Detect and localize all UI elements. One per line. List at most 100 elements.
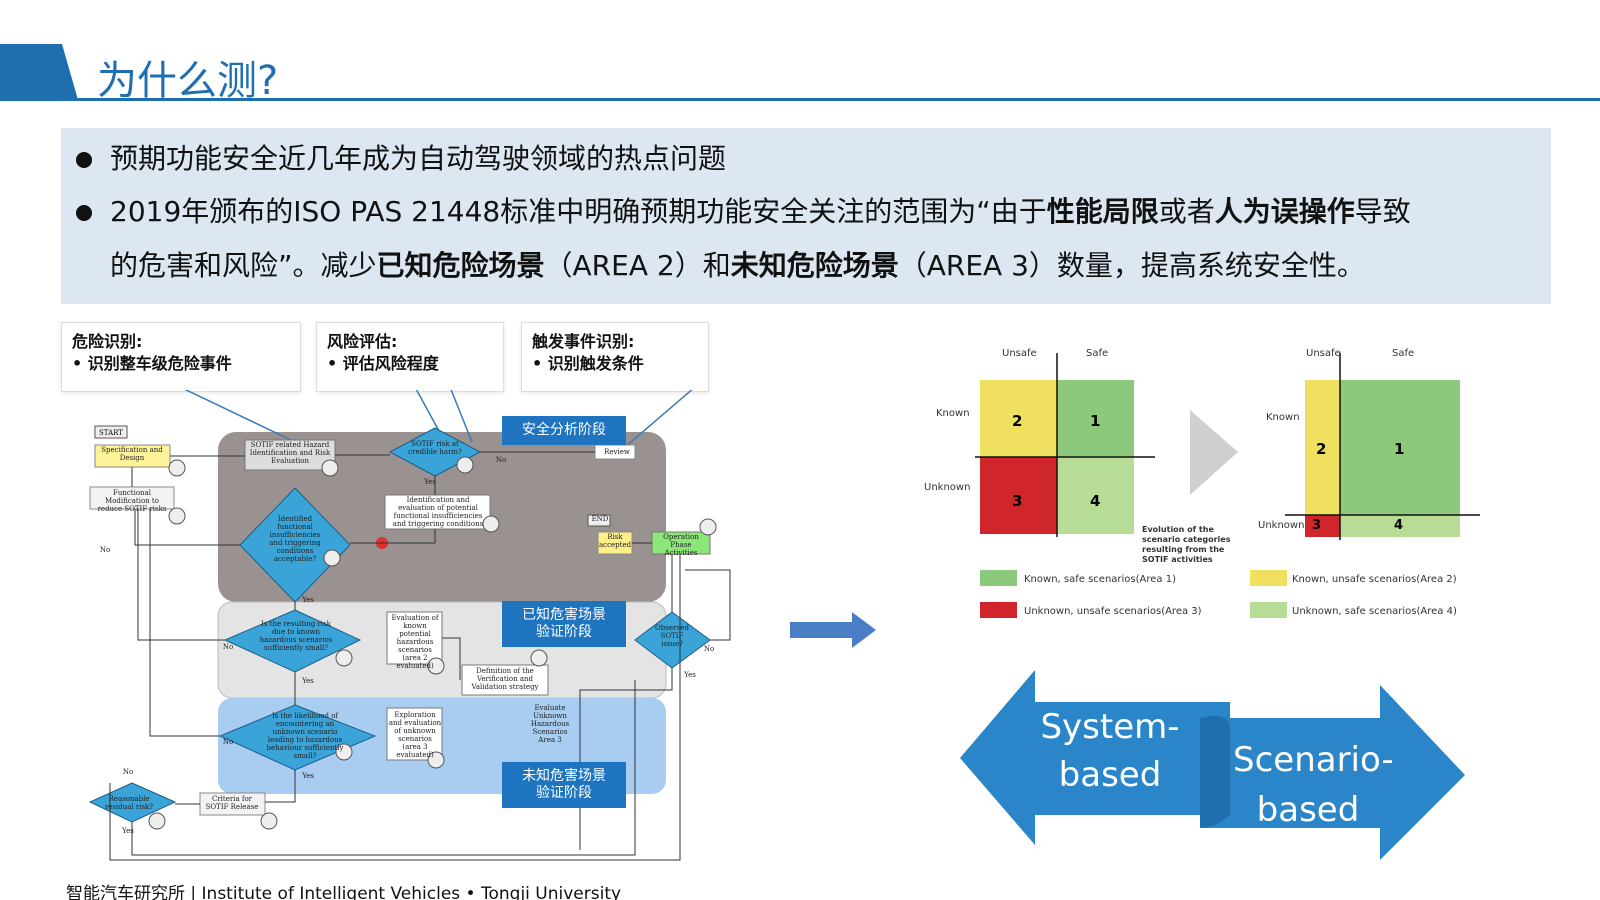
matrix-right-cell-4 — [1340, 515, 1460, 537]
matrix-right-cell-2 — [1305, 380, 1340, 515]
note-3-title: 触发事件识别: — [532, 332, 635, 351]
scroll-fold-icon — [1200, 715, 1230, 828]
connector-12 — [131, 680, 636, 856]
bullet-text-2e: （AREA 2）和 — [544, 249, 731, 282]
right-cell-2-label: 2 — [1316, 440, 1327, 458]
risk-accepted-label: Risk accepted — [599, 533, 632, 549]
legend-label-2: Known, unsafe scenarios(Area 2) — [1292, 574, 1457, 585]
bullet-text-2c: 导致 — [1354, 195, 1411, 228]
note-hazard-identification: 危险识别: • 识别整车级危险事件 — [61, 322, 301, 392]
step-circle-13 — [335, 743, 353, 761]
system-based-arrow-icon — [960, 670, 1230, 845]
step-number-circles — [148, 456, 717, 830]
explore-node — [386, 707, 443, 761]
bullet-box: 预期功能安全近几年成为自动驾驶领域的热点问题 2019年颁布的ISO PAS 2… — [61, 128, 1551, 304]
bullet-item-2-cont: 的危害和风险”。减少已知危险场景（AREA 2）和未知危险场景（AREA 3）数… — [110, 239, 1550, 293]
title-underline — [0, 98, 1600, 101]
no-label-4: No — [222, 738, 234, 746]
connector-20 — [442, 637, 461, 680]
legend-swatch-2 — [1250, 570, 1287, 586]
phase-label-known-line1: 已知危害场景 — [522, 607, 606, 623]
bullet-text-2a: 2019年颁布的ISO PAS 21448标准中明确预期功能安全关注的范围为“由… — [110, 195, 1047, 228]
bullet-text-2d: 的危害和风险”。减少 — [110, 249, 377, 282]
step-circle-11 — [699, 518, 717, 536]
criteria-label: Criteria for SOTIF Release — [205, 795, 259, 811]
note-1-title: 危险识别: — [72, 332, 143, 351]
unknown-q-label: Is the likelihood of encountering an unk… — [266, 712, 344, 760]
legend-label-4: Unknown, safe scenarios(Area 4) — [1292, 606, 1457, 617]
scenario-based-arrow-icon — [1200, 685, 1465, 860]
right-cell-3-label: 3 — [1312, 518, 1322, 533]
step-circle-9 — [530, 649, 548, 667]
matrix-right-cell-1 — [1340, 380, 1460, 515]
phase-label-known-line2: 验证阶段 — [536, 624, 592, 640]
yes-label-4: Yes — [302, 772, 314, 780]
bold-performance-limit: 性能局限 — [1046, 195, 1159, 228]
step-circle-6 — [168, 507, 186, 525]
connector-5 — [350, 529, 436, 544]
note-trigger-identification: 触发事件识别: • 识别触发条件 — [521, 322, 709, 392]
connector-18 — [685, 569, 731, 641]
note-1-body: • 识别整车级危险事件 — [72, 354, 232, 373]
legend-label-1: Known, safe scenarios(Area 1) — [1024, 574, 1176, 585]
connector-15 — [149, 509, 220, 737]
observed-q-label: Observed SOTIF issue? — [655, 624, 689, 648]
system-based-line2: based — [1058, 755, 1162, 795]
left-row-unknown: Unknown — [924, 482, 971, 493]
scenario-based-text: Scenario-based — [1233, 735, 1394, 835]
legend-swatch-3 — [980, 602, 1017, 618]
bold-unknown-hazard: 未知危险场景 — [730, 249, 899, 282]
yes-label-6: Yes — [684, 671, 696, 679]
yes-label-1: Yes — [424, 478, 436, 486]
left-cell-3-label: 3 — [1012, 492, 1023, 510]
matrix-caption: Evolution of the scenario categories res… — [1142, 525, 1231, 564]
evaluate-unknown-label: Evaluate Unknown Hazardous Scenarios Are… — [530, 704, 570, 744]
evolution-arrow-icon — [1190, 410, 1238, 495]
spec-label: Specification and Design — [101, 446, 163, 462]
legend-swatch-4 — [1250, 602, 1287, 618]
connector-6 — [134, 509, 240, 546]
bullet-dot-icon — [76, 205, 92, 221]
legend-swatch-1 — [980, 570, 1017, 586]
left-col-safe: Safe — [1086, 348, 1109, 359]
right-cell-1-label: 1 — [1394, 440, 1405, 458]
eval-known-node — [386, 611, 443, 665]
step-circle-12 — [148, 812, 166, 830]
link-line-3 — [450, 390, 473, 443]
note-3-body: • 识别触发条件 — [532, 354, 644, 373]
right-row-unknown: Unknown — [1258, 520, 1305, 531]
step-circle-7 — [482, 515, 500, 533]
eval-known-label: Evaluation of known potential hazardous … — [391, 614, 439, 670]
system-based-text: System-based — [1040, 703, 1180, 799]
yes-label-5: Yes — [122, 827, 134, 835]
bullet-dot-icon — [76, 152, 92, 168]
no-label-1: No — [99, 546, 111, 554]
yes-label-3: Yes — [302, 677, 314, 685]
step-circle-10 — [335, 649, 353, 667]
residual-q-label: Reasonable residual risk? — [104, 795, 154, 811]
page-title: 为什么测? — [97, 58, 279, 104]
scenario-matrix-figure — [975, 353, 1480, 618]
bullet-text-1: 预期功能安全近几年成为自动驾驶领域的热点问题 — [110, 142, 727, 175]
bullet-item-1: 预期功能安全近几年成为自动驾驶领域的热点问题 — [76, 132, 726, 186]
acceptable-q-label: Identified functional insufficiencies an… — [269, 515, 321, 563]
end-node — [587, 514, 611, 527]
no-label-5: No — [122, 768, 134, 776]
system-scenario-arrows — [960, 670, 1465, 860]
hazard-node — [244, 439, 336, 471]
left-row-known: Known — [936, 408, 970, 419]
no-label-6: No — [703, 645, 715, 653]
matrix-right-cell-3 — [1305, 515, 1340, 537]
ops-label: Operation Phase Activities — [663, 533, 699, 557]
right-cell-4-label: 4 — [1394, 518, 1404, 533]
risk-q-label: SOTIF risk at credible harm? — [408, 440, 462, 456]
start-label: START — [99, 429, 123, 437]
matrix-left-cell-2 — [980, 380, 1057, 457]
func-mod-label: Functional Modification to reduce SOTIF … — [97, 489, 167, 513]
step-circle-6b — [456, 456, 474, 474]
def-vv-node — [461, 664, 549, 696]
def-vv-label: Definition of the Verification and Valid… — [471, 667, 539, 691]
scenario-based-line2: based — [1256, 790, 1360, 830]
step-circle-10b — [427, 657, 445, 675]
